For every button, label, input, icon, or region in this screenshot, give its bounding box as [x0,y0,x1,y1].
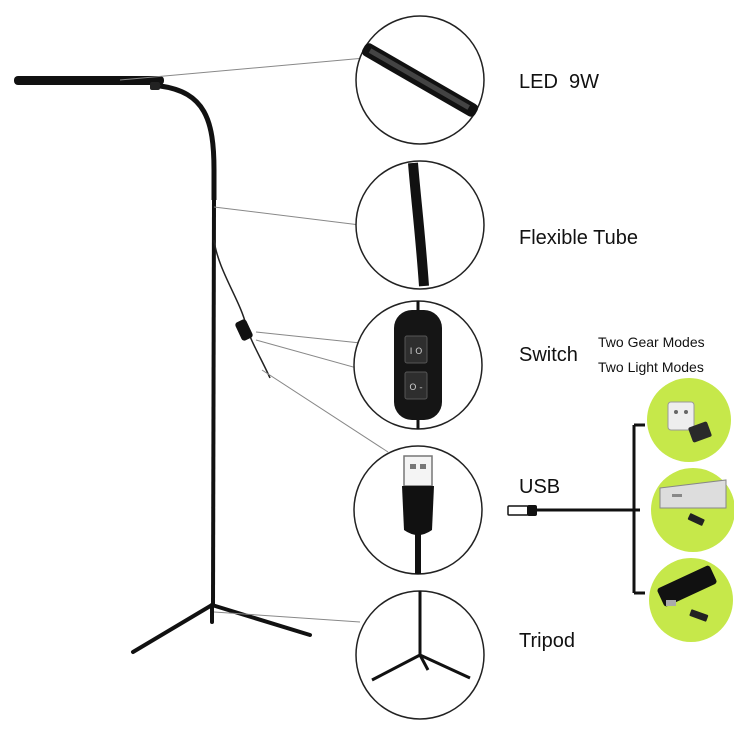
usb-cable [507,505,640,516]
detail-circle-led [355,15,485,145]
lamp-pole [211,197,216,606]
source-wall-adapter [647,378,731,462]
svg-text:I O: I O [410,347,423,357]
detail-circle-tube [355,160,485,290]
tripod-legs [131,603,312,654]
svg-text:O -: O - [409,383,422,393]
detail-circle-tripod [355,590,485,720]
wall-adapter-icon [688,421,712,443]
led-head [14,76,164,85]
source-laptop [651,468,734,552]
detail-circle-switch: I O O - [353,300,483,430]
led-label: LED 9W [519,71,600,93]
laptop-icon [659,479,727,509]
flexible-tube-label: Flexible Tube [519,227,638,249]
detail-circle-usb [353,445,483,575]
inline-switch [235,319,253,341]
leader-lines [119,57,401,623]
usb-plug-icon [403,455,433,487]
source-power-bank [649,558,733,642]
floor-lamp [14,76,312,654]
switch-mode-gear: Two Gear Modes [598,334,705,350]
tripod-label: Tripod [519,630,575,652]
gooseneck [159,83,217,200]
power-bank-icon [657,565,717,607]
power-cable [213,239,271,379]
source-bracket [632,423,645,595]
switch-label: Switch [519,344,578,366]
switch-mode-light: Two Light Modes [598,359,704,375]
usb-label: USB [519,476,561,498]
